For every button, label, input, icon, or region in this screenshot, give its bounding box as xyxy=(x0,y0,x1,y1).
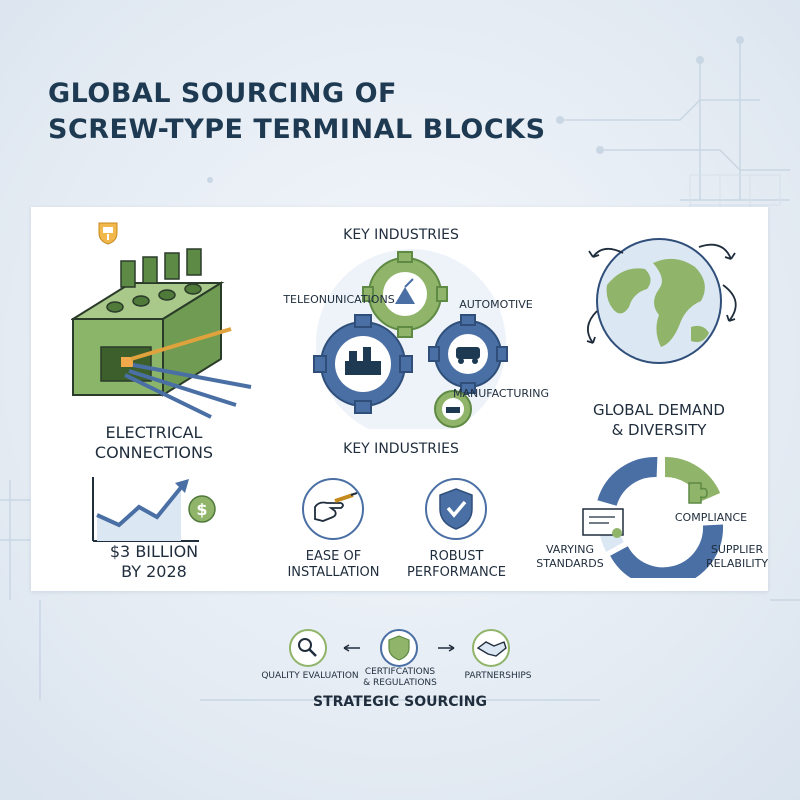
hand-screwdriver-icon xyxy=(302,478,364,540)
ease-label-line-1: EASE OF xyxy=(305,549,362,564)
infographic-panel: ELECTRICAL CONNECTIONS $ $3 BILLION BY 2… xyxy=(31,207,768,591)
market-size-label: $3 BILLION BY 2028 xyxy=(79,542,229,582)
quality-evaluation-label: QUALITY EVALUATION xyxy=(261,671,359,681)
shield-check-icon xyxy=(425,478,487,540)
industry-manufacturing: MANUFACTURING xyxy=(452,387,550,400)
ease-label-line-2: INSTALLATION xyxy=(287,565,380,580)
globe-icon xyxy=(586,238,737,364)
terminal-block-icon xyxy=(71,248,252,419)
title-line-2: SCREW-TYPE TERMINAL BLOCKS xyxy=(48,114,546,145)
handshake-icon xyxy=(472,629,510,667)
supplier-label-line-2: RELABILITY xyxy=(705,557,769,570)
donut-ring-icon xyxy=(582,456,724,578)
key-industries-heading-top: KEY INDUSTRIES xyxy=(343,227,459,243)
partnerships-label: PARTNERSHIPS xyxy=(464,671,532,681)
certifications-regulations-label: CERTIFCATIONS & REGULATIONS xyxy=(345,667,455,689)
varying-label-line-2: STANDARDS xyxy=(536,557,604,570)
demand-label-line-1: GLOBAL DEMAND xyxy=(593,401,725,419)
ease-of-installation-label: EASE OF INSTALLATION xyxy=(276,549,391,581)
magnifier-icon xyxy=(289,629,327,667)
varying-standards-label: VARYING STANDARDS xyxy=(525,543,615,571)
electrical-connections-label: ELECTRICAL CONNECTIONS xyxy=(59,423,249,463)
industry-telecommunications: TELEONUNICATIONS xyxy=(283,293,395,306)
market-label-line-2: BY 2028 xyxy=(121,562,187,581)
shield-logo-icon xyxy=(98,222,118,245)
robust-label-line-1: ROBUST xyxy=(429,549,484,564)
title-line-1: GLOBAL SOURCING OF xyxy=(48,78,397,109)
left-arrow xyxy=(343,644,360,652)
market-label-line-1: $3 BILLION xyxy=(109,542,199,561)
electrical-label-line-1: ELECTRICAL xyxy=(105,423,203,442)
strategic-sourcing-flow xyxy=(289,629,510,667)
supplier-reliability-label: SUPPLIER RELABILITY xyxy=(697,543,777,571)
page-title: GLOBAL SOURCING OF SCREW-TYPE TERMINAL B… xyxy=(48,76,546,148)
cert-label-line-2: & REGULATIONS xyxy=(363,678,437,688)
compliance-label: COMPLIANCE xyxy=(674,511,748,524)
growth-chart-icon: $ xyxy=(92,477,216,542)
varying-label-line-1: VARYING xyxy=(545,543,594,556)
document-check-icon xyxy=(582,508,624,538)
certificate-shield-icon xyxy=(380,629,418,667)
demand-label-line-2: & DIVERSITY xyxy=(611,421,707,439)
right-arrow xyxy=(438,644,455,652)
robust-label-line-2: PERFORMANCE xyxy=(407,565,506,580)
electrical-label-line-2: CONNECTIONS xyxy=(94,443,214,462)
dollar-symbol: $ xyxy=(196,500,207,519)
global-demand-label: GLOBAL DEMAND & DIVERSITY xyxy=(564,400,754,440)
supplier-label-line-1: SUPPLIER xyxy=(710,543,764,556)
key-industries-heading-bottom: KEY INDUSTRIES xyxy=(343,441,459,457)
industry-automotive: AUTOMOTIVE xyxy=(459,298,533,311)
strategic-sourcing-label: STRATEGIC SOURCING xyxy=(313,694,487,710)
robust-performance-label: ROBUST PERFORMANCE xyxy=(399,549,514,581)
gears-icon xyxy=(313,249,508,429)
cert-label-line-1: CERTIFCATIONS xyxy=(364,667,436,677)
